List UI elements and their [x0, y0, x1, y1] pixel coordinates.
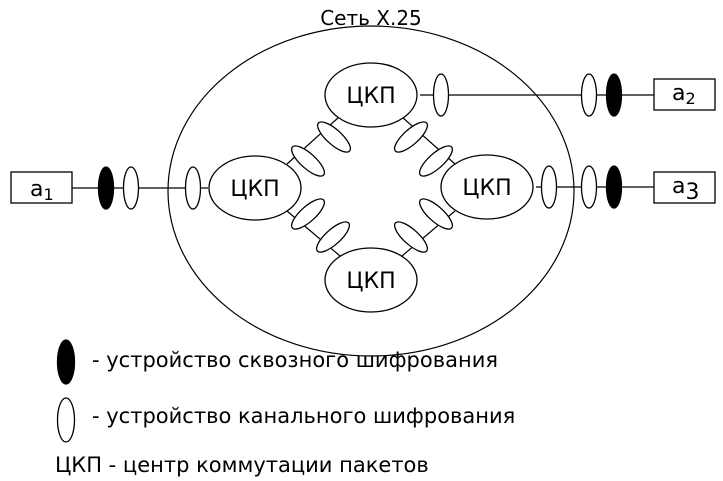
link-encryption-device [540, 165, 558, 209]
subscriber-label: a [30, 177, 43, 202]
switching-center-label: ЦКП [230, 177, 279, 202]
subscriber-a3: a3 [653, 171, 716, 205]
svg-text:a3: a3 [672, 174, 699, 205]
switching-center-top: ЦКП [324, 62, 418, 128]
end-to-end-encryption-device [605, 73, 623, 117]
link-encryption-device [315, 221, 351, 253]
link-encryption-device [290, 198, 326, 230]
switching-center-left: ЦКП [208, 155, 302, 221]
switching-center-right: ЦКП [440, 154, 534, 220]
subscriber-label: a [672, 174, 685, 199]
svg-text:a1: a1 [30, 177, 54, 204]
switching-center-bottom: ЦКП [324, 247, 418, 313]
link-encryption-device [580, 73, 598, 117]
link-encryption-device [316, 121, 352, 153]
link-encryption-device [393, 221, 429, 253]
end-to-end-encryption-device [97, 166, 115, 210]
network-title: Сеть X.25 [320, 6, 422, 30]
network-boundary [167, 25, 575, 357]
switching-center-label: ЦКП [346, 84, 395, 109]
link-encryption-device [122, 166, 140, 210]
link-encryption-device [290, 145, 326, 177]
subscriber-a1: a1 [10, 171, 73, 204]
link-encryption-device [580, 165, 598, 209]
subscriber-label: a [672, 81, 685, 106]
link-encryption-device [418, 145, 454, 177]
legend-link-icon [56, 397, 76, 443]
legend-end-to-end-text: - устройство сквозного шифрования [92, 348, 498, 372]
subscriber-subscript: 2 [685, 89, 695, 108]
end-to-end-encryption-device [605, 165, 623, 209]
legend-link-text: - устройство канального шифрования [92, 404, 516, 428]
link-encryption-devices [122, 73, 598, 253]
svg-text:a2: a2 [672, 81, 696, 108]
switching-center-label: ЦКП [462, 176, 511, 201]
legend-abbreviation-text: ЦКП - центр коммутации пакетов [55, 453, 429, 477]
subscriber-subscript: 1 [43, 185, 53, 204]
subscriber-a2: a2 [653, 78, 716, 111]
link-encryption-device [418, 198, 454, 230]
link-encryption-device [432, 73, 450, 117]
subscriber-subscript: 3 [685, 180, 699, 205]
legend-end-to-end-icon [56, 339, 76, 385]
end-to-end-encryption-devices [97, 73, 623, 210]
link-encryption-device [393, 121, 429, 153]
switching-center-label: ЦКП [346, 269, 395, 294]
link-encryption-device [184, 166, 202, 210]
